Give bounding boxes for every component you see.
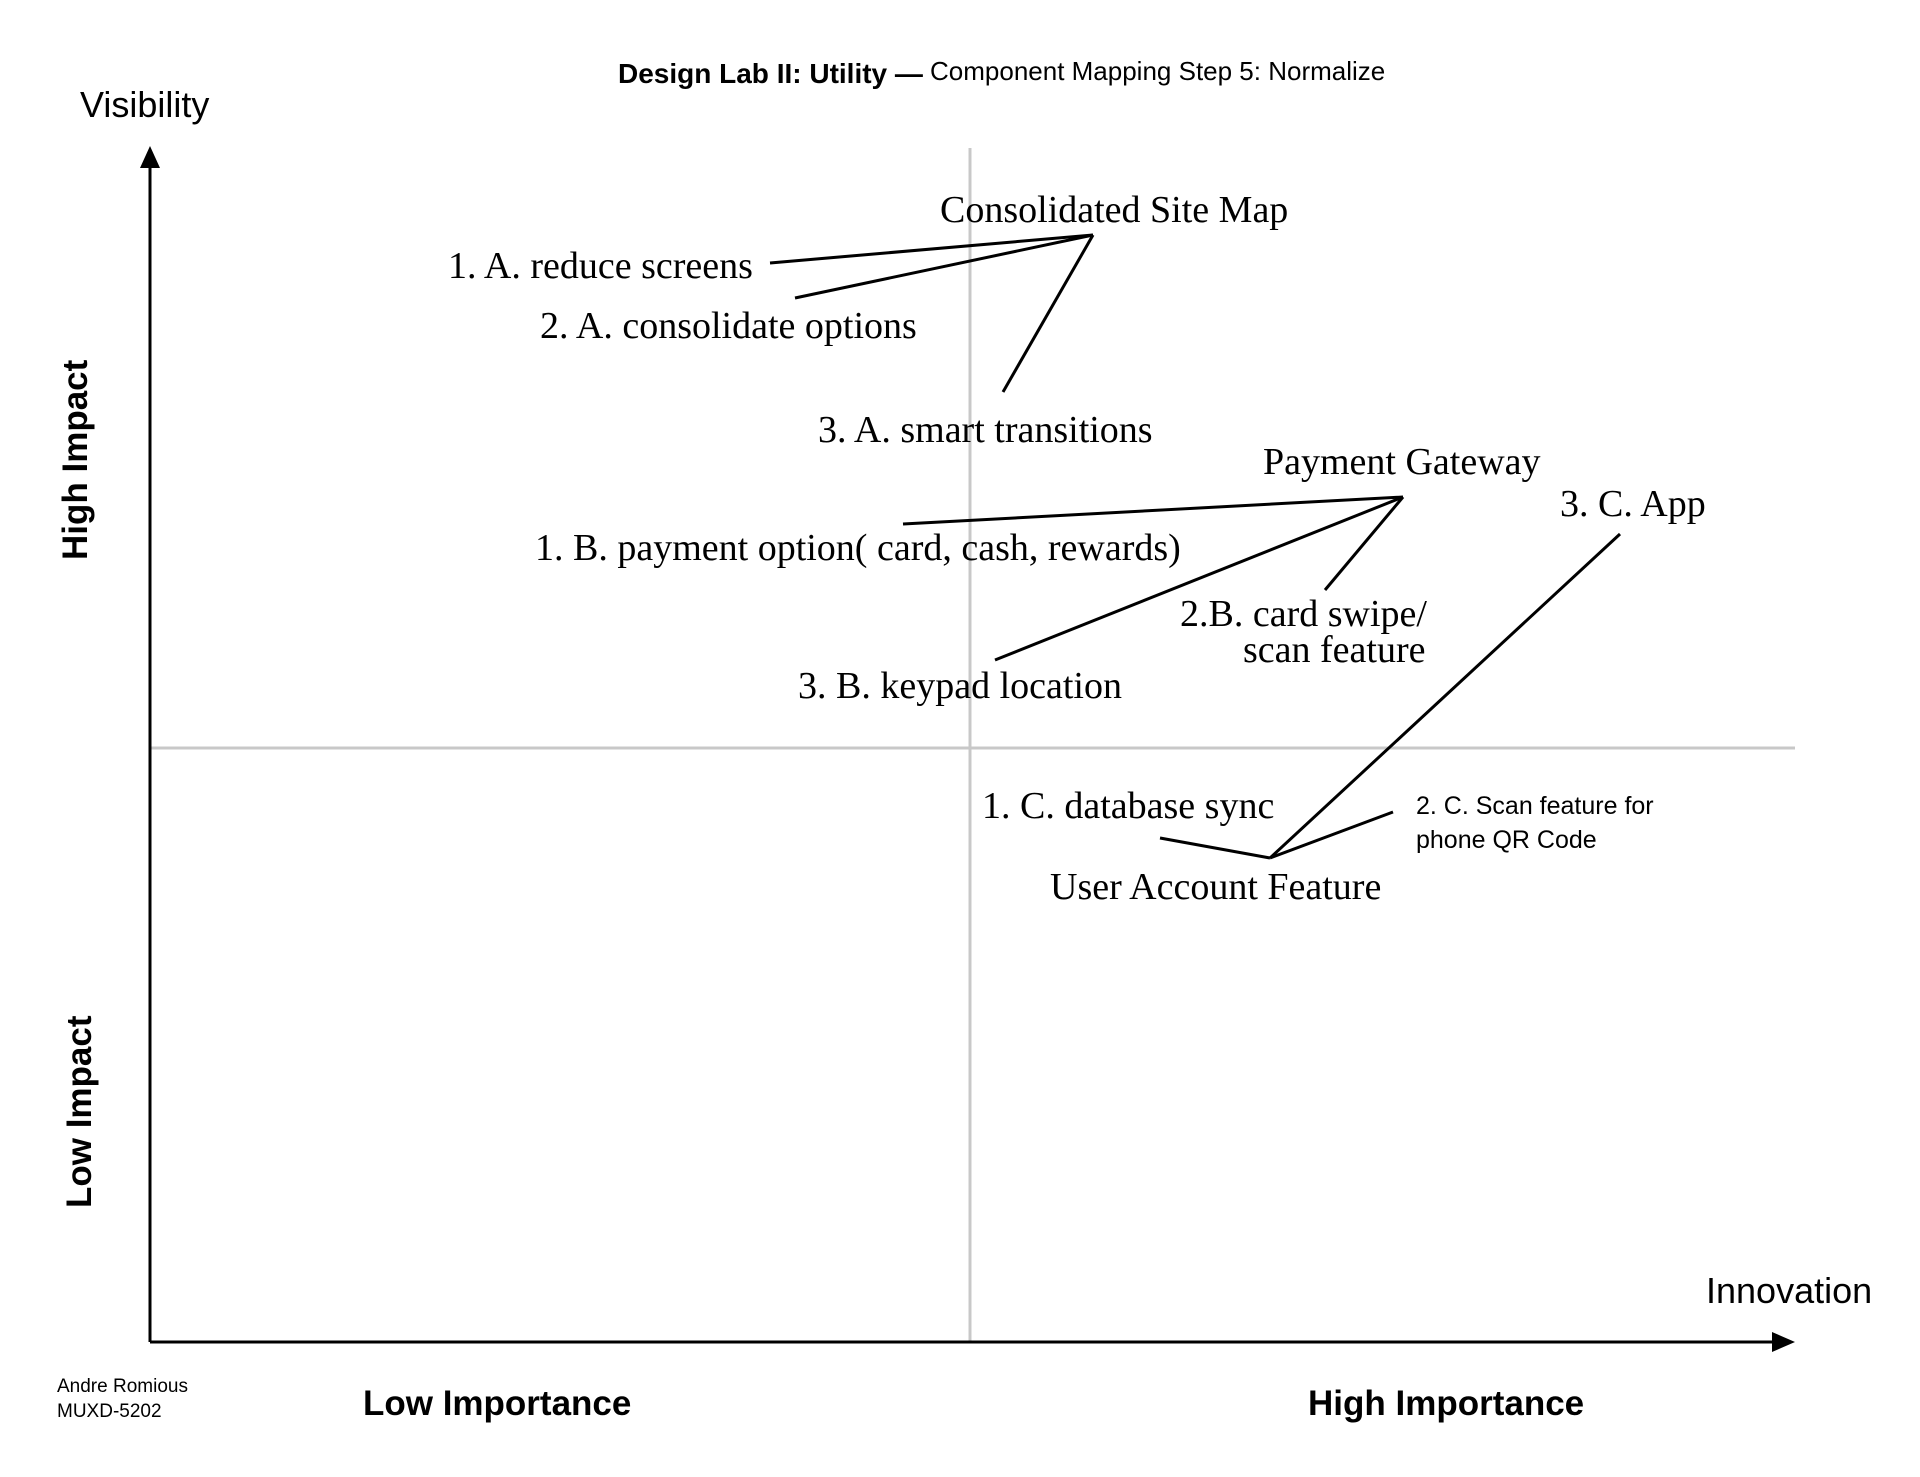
connector-b2 bbox=[1323, 496, 1405, 591]
hub-payment-gateway: Payment Gateway bbox=[1263, 441, 1541, 483]
hub-consolidated-site-map: Consolidated Site Map bbox=[940, 189, 1289, 231]
x-axis-label: Innovation bbox=[1706, 1270, 1873, 1311]
connector-a2 bbox=[794, 233, 1094, 300]
title-subtitle: Component Mapping Step 5: Normalize bbox=[930, 56, 1386, 86]
author-credit: Andre Romious MUXD-5202 bbox=[57, 1375, 188, 1424]
x-axis-arrow-icon bbox=[1772, 1332, 1795, 1352]
connector-a3 bbox=[1001, 234, 1095, 393]
y-axis-label: Visibility bbox=[80, 84, 210, 125]
course-code: MUXD-5202 bbox=[57, 1400, 162, 1422]
item-c3-app: 3. C. App bbox=[1560, 483, 1706, 525]
item-a3-smart-transitions: 3. A. smart transitions bbox=[818, 409, 1153, 451]
connector-a1 bbox=[769, 233, 1094, 265]
connector-c3 bbox=[1268, 532, 1622, 860]
high-importance-label: High Importance bbox=[1308, 1384, 1585, 1423]
y-axis-arrow-icon bbox=[140, 146, 160, 168]
connector-b3 bbox=[994, 495, 1404, 662]
low-importance-label: Low Importance bbox=[363, 1384, 632, 1423]
item-b2-card-swipe: 2.B. card swipe/ bbox=[1180, 593, 1427, 635]
item-c2-line2: phone QR Code bbox=[1416, 825, 1597, 854]
item-c1-database-sync: 1. C. database sync bbox=[982, 785, 1275, 827]
item-c2-line1: 2. C. Scan feature for bbox=[1416, 792, 1654, 820]
item-b1-payment-option: 1. B. payment option( card, cash, reward… bbox=[535, 527, 1181, 569]
low-impact-label: Low Impact bbox=[60, 1015, 99, 1208]
item-b2-scan-feature: scan feature bbox=[1243, 629, 1426, 671]
author-name: Andre Romious bbox=[57, 1376, 188, 1397]
item-c2-scan-feature: 2. C. Scan feature for phone QR Code bbox=[1416, 790, 1654, 858]
title-bold: Design Lab II: Utility — bbox=[618, 58, 923, 89]
item-a2-consolidate-options: 2. A. consolidate options bbox=[540, 305, 917, 347]
hub-user-account-feature: User Account Feature bbox=[1050, 866, 1382, 908]
item-a1-reduce-screens: 1. A. reduce screens bbox=[448, 245, 753, 287]
connector-c1 bbox=[1159, 836, 1271, 860]
high-impact-label: High Impact bbox=[56, 359, 95, 560]
connector-c2 bbox=[1269, 810, 1394, 860]
connector-b1 bbox=[902, 495, 1404, 526]
item-b3-keypad-location: 3. B. keypad location bbox=[798, 665, 1122, 707]
